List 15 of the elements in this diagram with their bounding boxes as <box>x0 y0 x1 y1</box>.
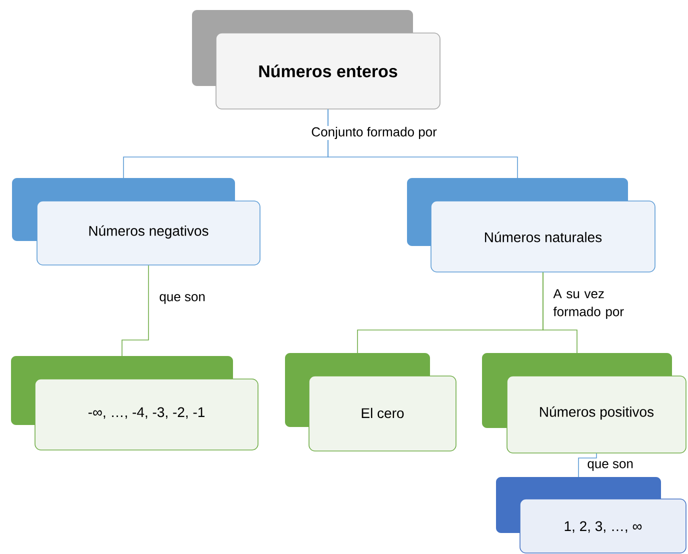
edge-label: A su vez formado por <box>552 288 634 320</box>
connector-line <box>122 265 149 356</box>
node-card: Números naturales <box>407 178 656 272</box>
node-card: Números positivos <box>482 353 686 454</box>
node-card: 1, 2, 3, …, ∞ <box>496 477 686 554</box>
connector-line <box>578 453 597 478</box>
connector-line <box>542 272 578 354</box>
node-card: Números negativos <box>12 178 260 266</box>
connector-line <box>328 109 518 178</box>
edge-label: que son <box>158 293 206 305</box>
edge-label: Conjunto formado por <box>310 126 438 140</box>
edge-label: que son <box>586 460 634 472</box>
node-card: -∞, …, -4, -3, -2, -1 <box>11 356 258 450</box>
node-card: Números enteros <box>192 10 440 110</box>
node-card: El cero <box>285 353 456 452</box>
